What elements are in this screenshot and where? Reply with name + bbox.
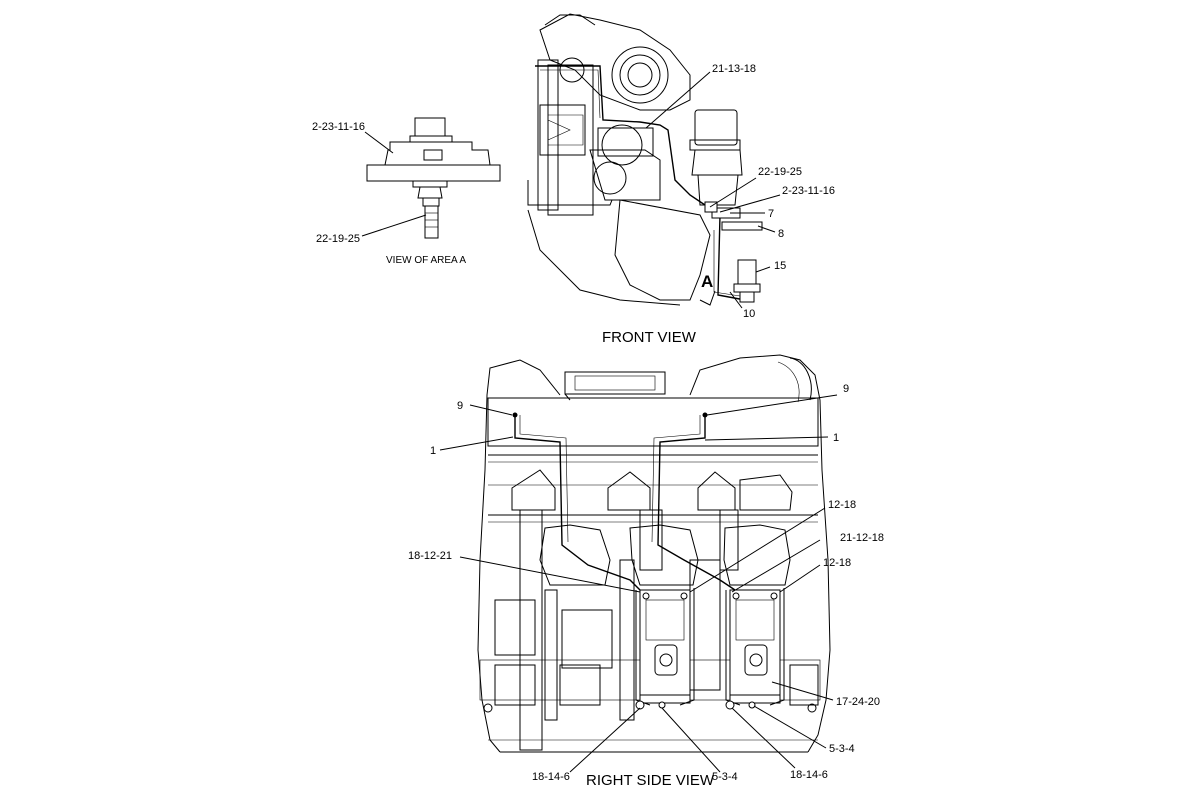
leader-line: [364, 131, 394, 154]
leader-line: [569, 707, 641, 773]
leader-line: [731, 707, 796, 769]
leader-line: [719, 194, 781, 213]
callout-5-3-4-left: 5-3-4: [712, 771, 738, 783]
right-side-view-title: RIGHT SIDE VIEW: [586, 772, 715, 789]
leader-line: [645, 71, 711, 129]
callout-15: 15: [774, 260, 786, 272]
callout-8: 8: [778, 228, 784, 240]
callout-2-23-11-16: 2-23-11-16: [312, 121, 365, 133]
leader-line: [709, 177, 757, 208]
detail-view-area-a: [361, 117, 501, 239]
callout-5-3-4-right: 5-3-4: [829, 743, 855, 755]
callout-9-left: 9: [457, 400, 463, 412]
callout-18-12-21: 18-12-21: [408, 550, 452, 562]
callout-18-14-6-left: 18-14-6: [532, 771, 570, 783]
leader-line: [731, 539, 821, 593]
leader-line: [704, 436, 829, 441]
callout-7: 7: [768, 208, 774, 220]
callout-12-18-top: 12-18: [828, 499, 856, 511]
front-view-title: FRONT VIEW: [602, 329, 697, 346]
leader-line: [771, 681, 834, 701]
leader-line: [706, 394, 838, 416]
callout-10: 10: [743, 308, 755, 320]
callout-1-right: 1: [833, 432, 839, 444]
front-view-drawing: [527, 13, 781, 309]
leader-line: [459, 556, 641, 593]
leader-line: [729, 291, 743, 309]
leader-line: [439, 436, 514, 451]
detail-view-title: VIEW OF AREA A: [386, 255, 466, 266]
leader-line: [689, 507, 826, 593]
callout-2-23-11-16-front: 2-23-11-16: [782, 185, 835, 197]
callout-22-19-25: 22-19-25: [316, 233, 360, 245]
callout-21-12-18: 21-12-18: [840, 532, 884, 544]
callout-18-14-6-right: 18-14-6: [790, 769, 828, 781]
callout-1-left: 1: [430, 445, 436, 457]
leader-line: [755, 266, 771, 273]
callout-22-19-25-front: 22-19-25: [758, 166, 802, 178]
callout-12-18-mid: 12-18: [823, 557, 851, 569]
leader-line: [469, 404, 513, 416]
callout-21-13-18: 21-13-18: [712, 63, 756, 75]
leader-line: [661, 707, 721, 773]
callout-9-right: 9: [843, 383, 849, 395]
leader-line: [757, 225, 776, 233]
area-a-marker: A: [701, 272, 713, 291]
leader-line: [361, 214, 427, 237]
callout-17-24-20: 17-24-20: [836, 696, 880, 708]
leader-line: [753, 705, 827, 749]
leader-line: [779, 564, 821, 593]
right-side-view-drawing: [439, 354, 838, 773]
